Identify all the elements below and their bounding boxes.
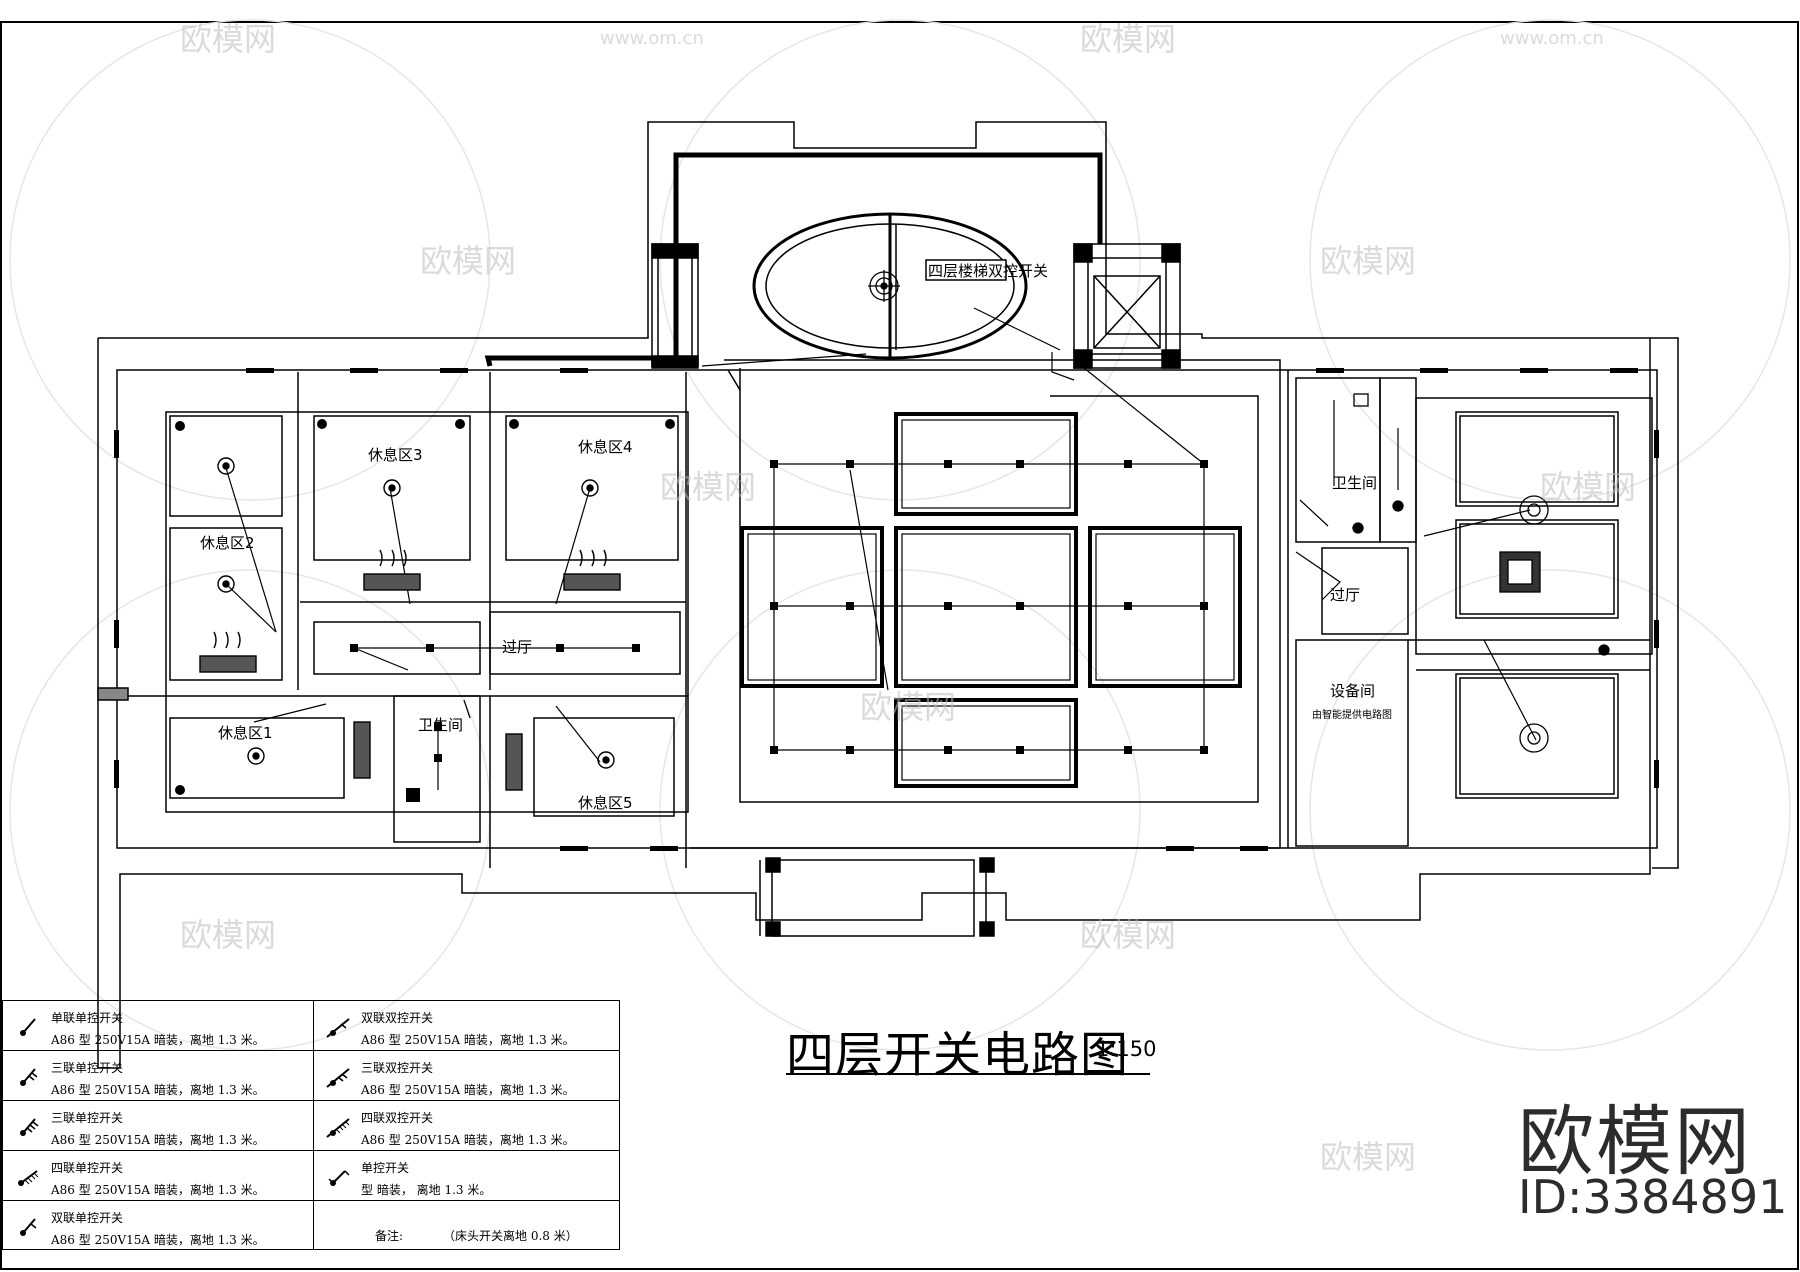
room-label-rest-3: 休息区3	[368, 446, 423, 464]
stair-switch-label: 四层楼梯双控开关	[928, 262, 1048, 280]
legend-note-label: 备注:	[375, 1229, 404, 1243]
stair-label-box	[925, 259, 1007, 281]
brand-logo-text: 欧模网	[1518, 1097, 1752, 1186]
left-shaft	[651, 243, 699, 369]
ceiling-panels	[740, 412, 1242, 788]
chandelier-icon	[868, 270, 900, 302]
legend-note-text: （床头开关离地 0.8 米）	[443, 1229, 578, 1243]
room-label-bathroom-left: 卫生间	[418, 716, 463, 734]
svg-text:欧模网: 欧模网	[180, 916, 276, 954]
svg-text:欧模网: 欧模网	[1540, 468, 1636, 506]
legend-item: 双联单控开关 A86 型 250V15A 暗装，离地 1.3 米。	[3, 1201, 313, 1249]
watermark-pattern	[9, 19, 1791, 1051]
triple-gang-two-way-switch-icon	[326, 1068, 350, 1088]
room-label-corridor-right: 过厅	[1330, 586, 1360, 604]
quad-gang-two-way-switch-icon	[326, 1118, 350, 1138]
elevator-shaft	[1073, 243, 1181, 369]
thick-walls	[484, 152, 1103, 367]
svg-text:欧模网: 欧模网	[420, 242, 516, 280]
svg-text:欧模网: 欧模网	[660, 468, 756, 506]
legend-item: 四联单控开关 A86 型 250V15A 暗装，离地 1.3 米。	[3, 1151, 313, 1201]
right-wing-fixtures	[1352, 393, 1610, 753]
svg-text:欧模网: 欧模网	[860, 688, 956, 726]
svg-text:www.om.cn: www.om.cn	[600, 28, 704, 49]
heater-icons	[199, 549, 621, 791]
model-id: ID:3384891	[1518, 1170, 1788, 1224]
legend-item: 四联双控开关 A86 型 250V15A 暗装，离地 1.3 米。	[313, 1101, 619, 1151]
legend-item: 三联双控开关 A86 型 250V15A 暗装，离地 1.3 米。	[313, 1051, 619, 1101]
room-label-equipment: 设备间	[1330, 682, 1375, 700]
room-label-rest-1: 休息区1	[218, 724, 273, 742]
two-way-switch-icon	[328, 1170, 350, 1186]
legend-item: 三联单控开关 A86 型 250V15A 暗装，离地 1.3 米。	[3, 1101, 313, 1151]
sheet-border	[0, 21, 1799, 1270]
quad-gang-switch-icon	[18, 1170, 39, 1186]
legend-item: 双联双控开关 A86 型 250V15A 暗装，离地 1.3 米。	[313, 1001, 619, 1051]
svg-text:欧模网: 欧模网	[180, 20, 276, 58]
central-lights	[770, 460, 1208, 754]
left-wing-lighting-circuit	[225, 467, 636, 790]
legend-item: 单控开关 型 暗装， 离地 1.3 米。	[313, 1151, 619, 1201]
room-label-rest-4: 休息区4	[578, 438, 633, 456]
small-lights	[175, 419, 675, 802]
exterior-walls	[97, 121, 1679, 1069]
left-wing-light-fixtures	[217, 457, 615, 769]
title-underline	[786, 1073, 1150, 1075]
drawing-title-block: 四层开关电路图 1:150	[786, 1015, 1157, 1083]
svg-text:欧模网: 欧模网	[1080, 916, 1176, 954]
triple-gang-switch-icon	[20, 1118, 39, 1136]
legend-item: 单联单控开关 A86 型 250V15A 暗装，离地 1.3 米。	[3, 1001, 313, 1051]
legend-divider	[313, 1001, 314, 1249]
svg-text:欧模网: 欧模网	[1080, 20, 1176, 58]
window-ticks	[114, 368, 1659, 851]
right-wing-walls	[1287, 370, 1653, 848]
legend-item: 三联单控开关 A86 型 250V15A 暗装，离地 1.3 米。	[3, 1051, 313, 1101]
room-label-rest-2: 休息区2	[200, 534, 255, 552]
double-gang-switch-icon	[20, 1218, 37, 1236]
right-wing-lighting-circuit	[1295, 400, 1537, 741]
room-label-rest-5: 休息区5	[578, 794, 633, 812]
equipment-note: 由智能提供电路图	[1312, 708, 1392, 721]
room-label-corridor-left: 过厅	[502, 638, 532, 656]
svg-text:www.om.cn: www.om.cn	[1500, 28, 1604, 49]
triple-gang-switch-icon	[20, 1068, 38, 1086]
left-wing-walls	[97, 372, 689, 868]
svg-text:欧模网: 欧模网	[1320, 242, 1416, 280]
room-label-bathroom-right: 卫生间	[1332, 474, 1377, 492]
watermarks: 欧模网 www.om.cn 欧模网 www.om.cn 欧模网 欧模网 欧模网 …	[180, 20, 1636, 1176]
switch-legend-table: 单联单控开关 A86 型 250V15A 暗装，离地 1.3 米。 三联单控开关…	[2, 1000, 620, 1250]
drawing-scale: 1:150	[1096, 1037, 1157, 1061]
single-gang-switch-icon	[20, 1018, 36, 1036]
svg-text:欧模网: 欧模网	[1320, 1138, 1416, 1176]
double-gang-two-way-switch-icon	[326, 1018, 350, 1038]
